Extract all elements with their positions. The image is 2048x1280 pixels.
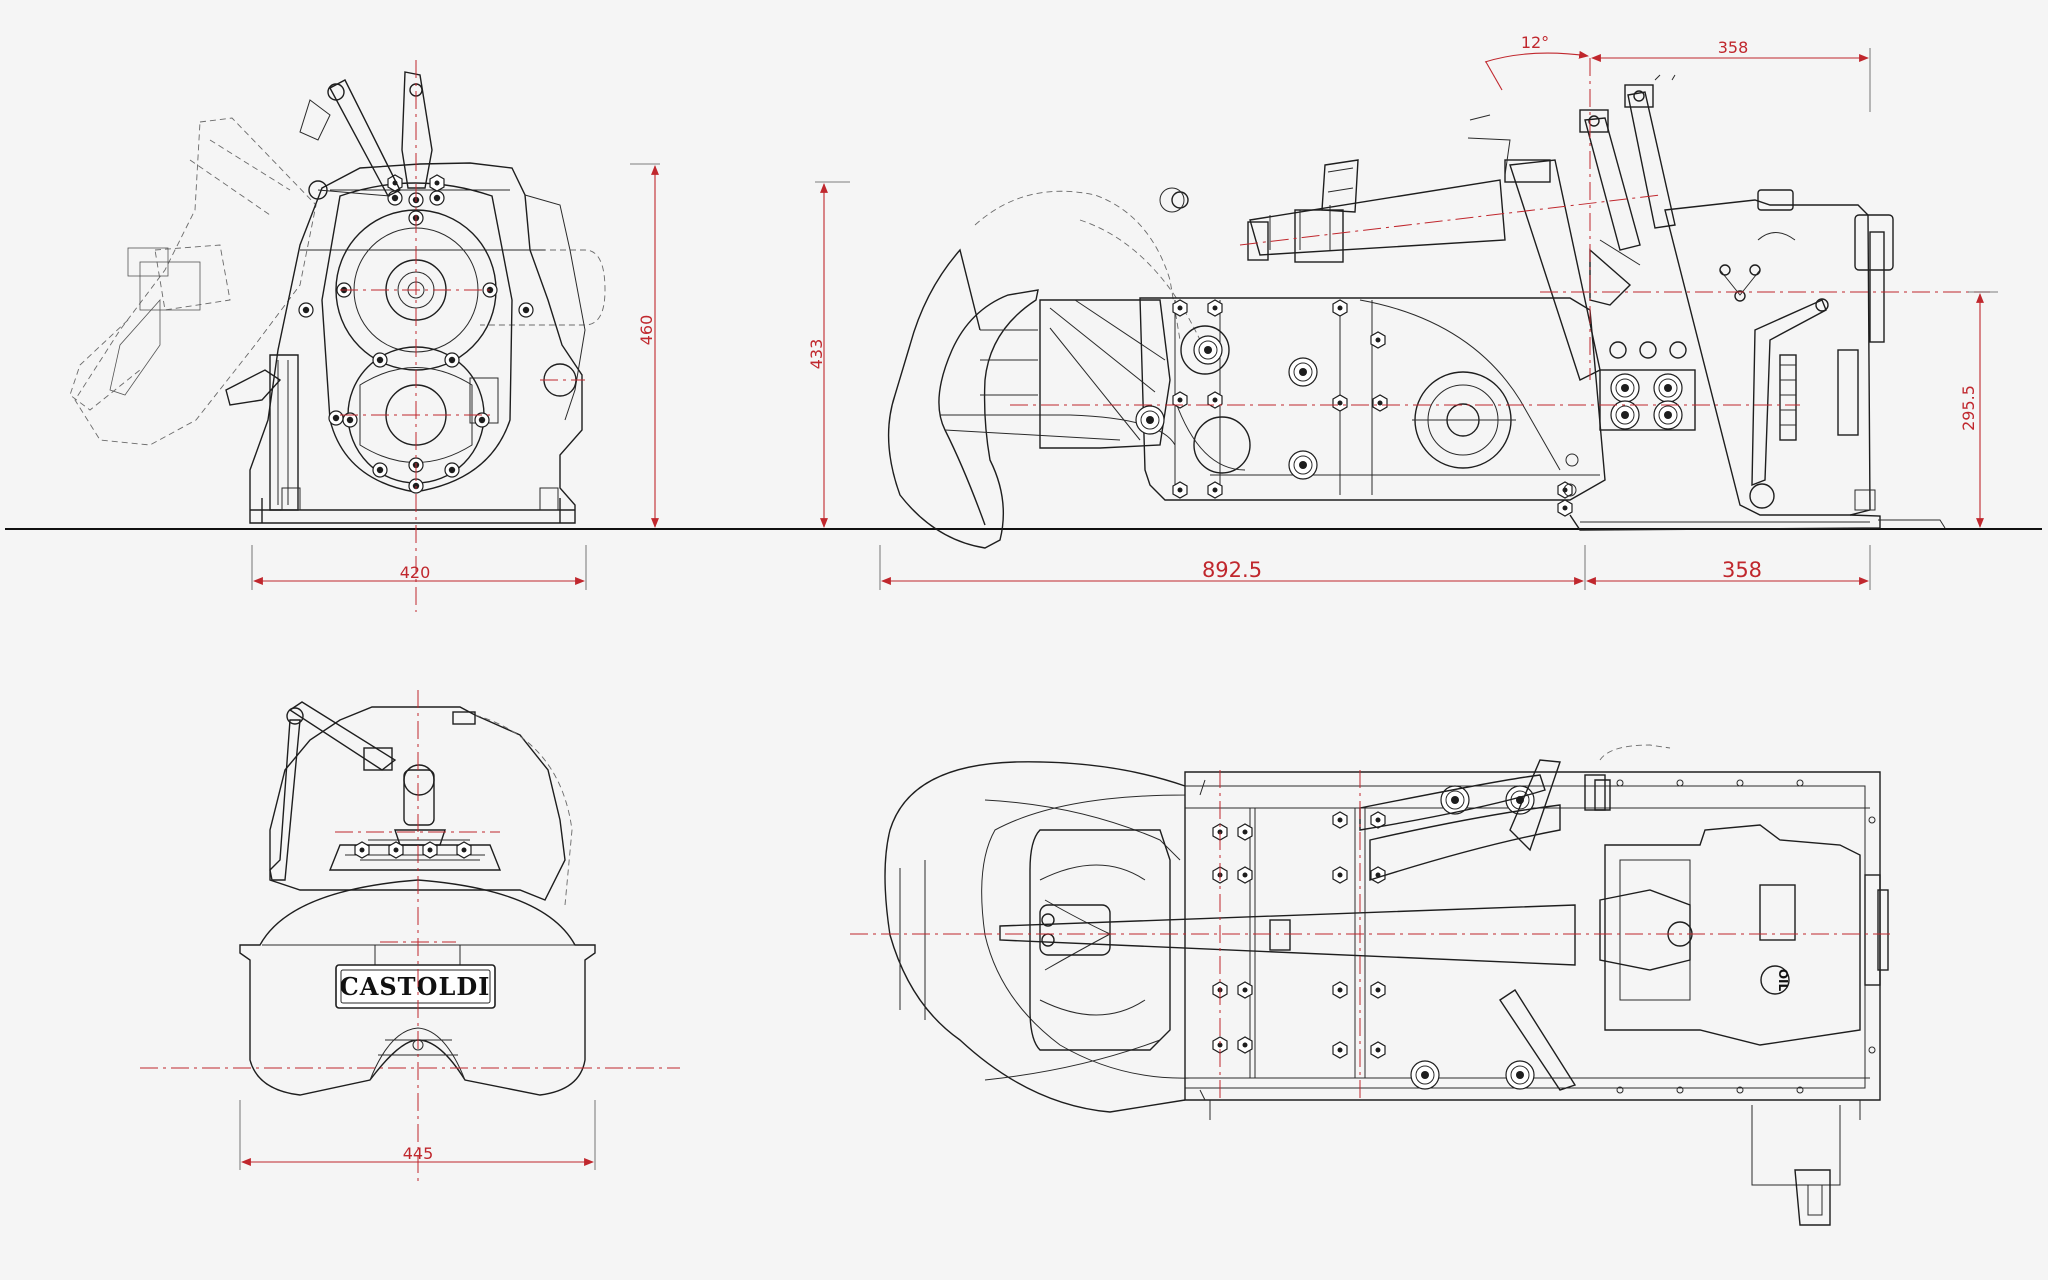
dim-rear-width-label: 445 (403, 1144, 434, 1163)
castoldi-brand-plate: CASTOLDI (335, 964, 496, 1009)
dim-rear-width: 445 (239, 1100, 596, 1170)
dim-side-top-length-label: 358 (1718, 38, 1749, 57)
top-gearbox (1604, 824, 1861, 1046)
side-bucket-lever-2 (1627, 91, 1676, 229)
brand-plate-text: CASTOLDI (340, 972, 491, 1001)
dim-side-height: 433 (807, 181, 850, 528)
top-intake-outline (884, 761, 1186, 1113)
dim-side-angle-label: 12° (1521, 33, 1549, 52)
top-drive-shaft (999, 904, 1576, 966)
side-view (887, 74, 1946, 549)
dim-side-axis-height: 295.5 (1959, 291, 1998, 528)
dim-front-height-label: 460 (637, 315, 656, 346)
dim-front-height: 460 (630, 163, 660, 528)
dim-side-height-label: 433 (807, 339, 826, 370)
side-intake-scoop (887, 248, 1039, 549)
side-main-casing (1139, 297, 1606, 501)
side-bucket-lever-1 (1584, 117, 1641, 251)
dim-side-angle: 12° (1484, 33, 1589, 91)
dim-front-width-label: 420 (400, 563, 431, 582)
dim-side-top-length: 358 (1591, 38, 1871, 112)
front-steering-lever (401, 71, 433, 189)
dim-side-length: 892.5 358 (879, 545, 1871, 590)
dim-side-axis-height-label: 295.5 (1959, 385, 1978, 431)
top-main-frame (1184, 771, 1881, 1101)
oil-cap-label: OIL (1776, 969, 1790, 992)
top-view: OIL (884, 744, 1889, 1226)
rear-view (239, 701, 596, 1096)
rear-top-housing (269, 706, 566, 901)
dim-front-width: 420 (251, 545, 587, 590)
side-rear-gearbox (1664, 199, 1871, 516)
side-steering-cylinder (1249, 179, 1506, 256)
top-frame-rivets (1616, 779, 1876, 1094)
dim-side-length-label: 892.5 (1202, 558, 1262, 582)
front-view-tilt-ghost (69, 117, 606, 446)
front-view (69, 71, 606, 524)
front-flywheel-plate (321, 182, 513, 493)
dim-side-rear-length-label: 358 (1722, 558, 1762, 582)
